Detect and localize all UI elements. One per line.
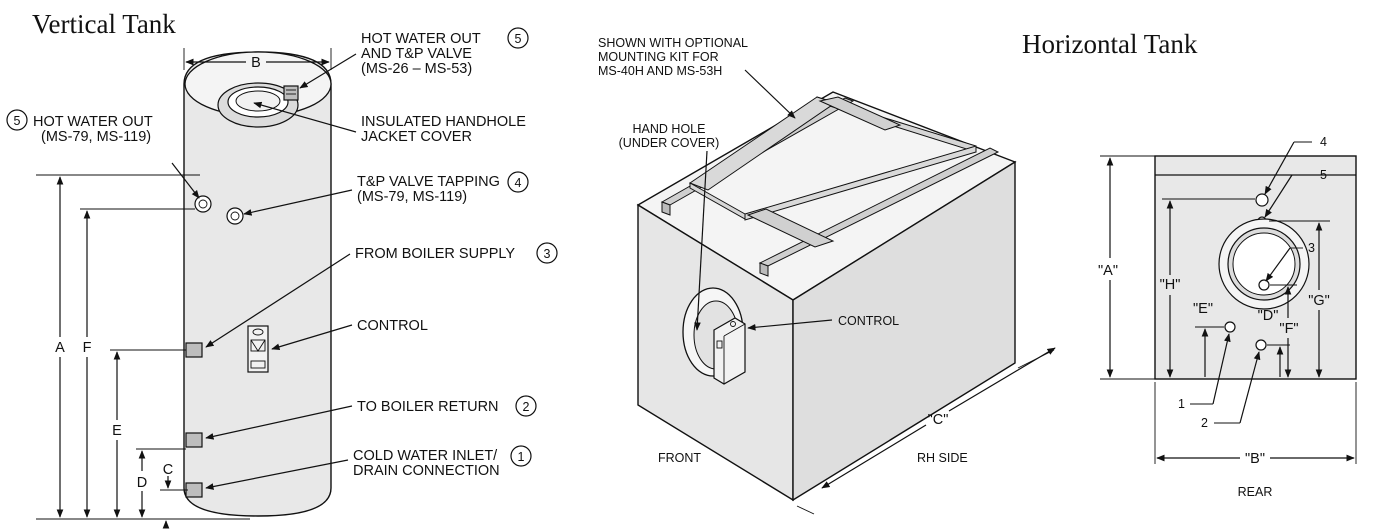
dim-e: E: [112, 351, 122, 518]
svg-text:DRAIN CONNECTION: DRAIN CONNECTION: [353, 463, 500, 479]
vertical-tank-body: [183, 51, 332, 517]
svg-text:"H": "H": [1160, 277, 1181, 293]
svg-text:"A": "A": [1098, 263, 1118, 279]
svg-text:A: A: [55, 340, 65, 356]
dim-b: B: [183, 48, 332, 71]
svg-text:E: E: [112, 423, 122, 439]
callout-mounting-kit: SHOWN WITH OPTIONAL MOUNTING KIT FOR MS-…: [598, 36, 796, 119]
svg-text:(UNDER COVER): (UNDER COVER): [619, 136, 720, 150]
svg-text:SHOWN WITH OPTIONAL: SHOWN WITH OPTIONAL: [598, 36, 748, 50]
svg-text:"D": "D": [1258, 308, 1279, 324]
vertical-tank-title: Vertical Tank: [32, 9, 176, 39]
svg-text:MOUNTING KIT FOR: MOUNTING KIT FOR: [598, 50, 719, 64]
svg-text:"B": "B": [1245, 451, 1265, 467]
svg-text:HOT WATER OUT: HOT WATER OUT: [361, 31, 481, 47]
svg-text:(MS-26 – MS-53): (MS-26 – MS-53): [361, 61, 472, 77]
callout-hot-water-out-top: HOT WATER OUT AND T&P VALVE (MS-26 – MS-…: [299, 27, 529, 89]
svg-text:(MS-79, MS-119): (MS-79, MS-119): [357, 189, 467, 205]
callout-cold-water-inlet: COLD WATER INLET/ DRAIN CONNECTION 1: [205, 445, 532, 490]
rear-dims: "A" "H" "G" "F" "E" "D" "B" REAR: [1098, 155, 1357, 499]
dim-horizontal-c: "C": [796, 347, 1056, 515]
svg-text:"C": "C": [928, 412, 949, 428]
svg-text:"F": "F": [1279, 321, 1298, 337]
horizontal-tank-body: [636, 91, 1017, 502]
dim-f: F: [83, 210, 92, 518]
callout-control-vertical: CONTROL: [271, 318, 428, 351]
svg-text:5: 5: [14, 114, 21, 128]
svg-text:5: 5: [515, 32, 522, 46]
svg-text:F: F: [83, 340, 92, 356]
front-label: FRONT: [658, 451, 701, 465]
svg-text:CONTROL: CONTROL: [357, 318, 428, 334]
svg-text:HOT WATER OUT: HOT WATER OUT: [33, 114, 153, 130]
svg-text:COLD WATER INLET/: COLD WATER INLET/: [353, 448, 498, 464]
callout-hand-hole: HAND HOLE (UNDER COVER): [619, 122, 720, 331]
rear-label: REAR: [1238, 485, 1273, 499]
dim-d: D: [137, 450, 147, 518]
svg-text:"E": "E": [1193, 301, 1213, 317]
horizontal-tank-title: Horizontal Tank: [1022, 29, 1198, 59]
callout-boiler-supply: FROM BOILER SUPPLY 3: [205, 242, 558, 348]
callout-hot-water-out-side: 5 HOT WATER OUT (MS-79, MS-119): [6, 109, 200, 199]
svg-text:"G": "G": [1308, 293, 1330, 309]
callout-tp-valve: T&P VALVE TAPPING (MS-79, MS-119) 4: [243, 171, 529, 216]
svg-text:MS-40H AND MS-53H: MS-40H AND MS-53H: [598, 64, 722, 78]
callout-handhole: INSULATED HANDHOLE JACKET COVER: [253, 101, 526, 145]
svg-text:3: 3: [1308, 241, 1315, 255]
svg-text:4: 4: [1320, 135, 1327, 149]
svg-text:1: 1: [518, 450, 525, 464]
dim-a: A: [55, 176, 65, 518]
callout-control-horizontal: CONTROL: [747, 314, 899, 331]
rear-view: [1154, 155, 1357, 380]
svg-text:4: 4: [515, 176, 522, 190]
svg-text:1: 1: [1178, 397, 1185, 411]
svg-text:T&P VALVE TAPPING: T&P VALVE TAPPING: [357, 174, 500, 190]
rh-side-label: RH SIDE: [917, 451, 968, 465]
mounting-kit: [660, 96, 1000, 277]
svg-text:5: 5: [1320, 168, 1327, 182]
svg-text:(MS-79, MS-119): (MS-79, MS-119): [41, 129, 151, 145]
svg-text:AND T&P VALVE: AND T&P VALVE: [361, 46, 472, 62]
svg-text:INSULATED HANDHOLE: INSULATED HANDHOLE: [361, 114, 526, 130]
rear-callout-numbers: 4 5 3 1 2: [1178, 135, 1327, 430]
svg-text:TO BOILER RETURN: TO BOILER RETURN: [357, 399, 499, 415]
svg-text:2: 2: [1201, 416, 1208, 430]
svg-text:FROM BOILER SUPPLY: FROM BOILER SUPPLY: [355, 246, 515, 262]
svg-text:HAND HOLE: HAND HOLE: [633, 122, 706, 136]
dim-c: C: [160, 462, 188, 529]
svg-text:CONTROL: CONTROL: [838, 314, 899, 328]
svg-text:D: D: [137, 475, 147, 491]
svg-text:B: B: [251, 55, 261, 71]
svg-text:JACKET COVER: JACKET COVER: [361, 129, 472, 145]
svg-text:2: 2: [523, 400, 530, 414]
callout-boiler-return: TO BOILER RETURN 2: [205, 395, 537, 440]
svg-text:C: C: [163, 462, 173, 478]
svg-text:3: 3: [544, 247, 551, 261]
